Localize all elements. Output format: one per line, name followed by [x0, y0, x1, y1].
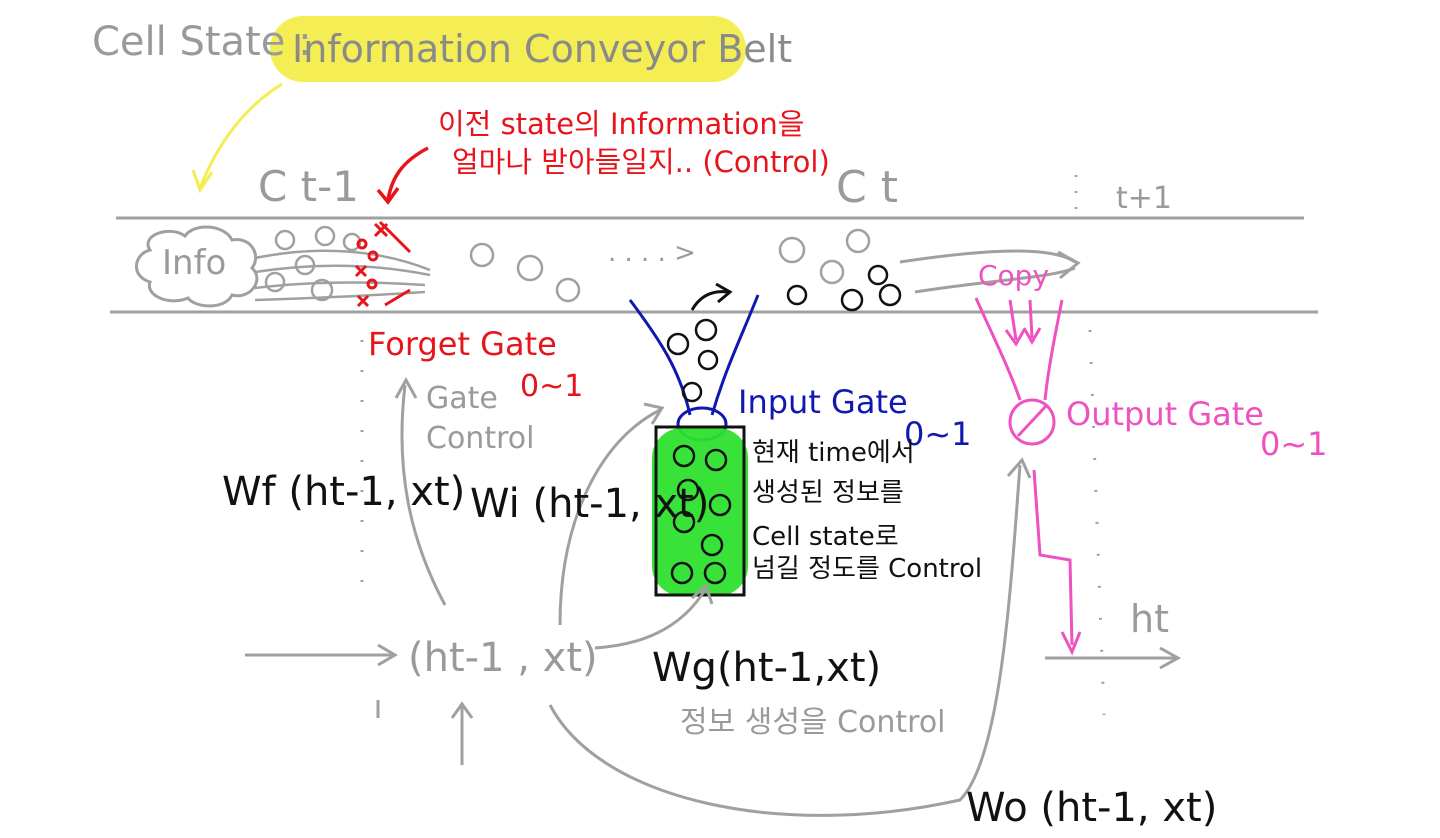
- forget-note-line1: 이전 state의 Information을: [438, 110, 805, 139]
- input-pair-label: (ht-1 , xt): [408, 638, 598, 678]
- forget-gate-label: Forget Gate: [368, 328, 557, 360]
- gate-control-line2: Control: [426, 424, 534, 454]
- generate-control-arrow: [595, 590, 705, 648]
- output-gate-range: 0~1: [1260, 428, 1328, 460]
- conveyor-belt-label: Information Conveyor Belt: [292, 30, 792, 68]
- output-gate-label: Output Gate: [1066, 398, 1264, 430]
- input-gate-label: Input Gate: [738, 386, 908, 418]
- generate-weight-label: Wg(ht-1,xt): [652, 648, 881, 688]
- input-note-line2: 생성된 정보를: [752, 480, 904, 506]
- cell-state-label: Cell State :: [92, 22, 312, 62]
- forget-weight-label: Wf (ht-1, xt): [222, 472, 465, 512]
- gray-info-clouds: [266, 227, 869, 301]
- copy-label: Copy: [978, 262, 1049, 290]
- funnel-clouds: [668, 320, 717, 401]
- generate-control-label: 정보 생성을 Control: [680, 708, 946, 738]
- input-gate-arrow: [692, 292, 728, 310]
- input-weight-label: Wi (ht-1, xt): [470, 484, 709, 524]
- curr-state-label: C t: [836, 166, 898, 210]
- ht-label: ht: [1130, 600, 1169, 638]
- gate-control-line1: Gate: [426, 384, 498, 414]
- forget-gate-range: 0~1: [520, 372, 583, 402]
- info-cloud-label: Info: [162, 246, 226, 280]
- prev-state-label: C t-1: [258, 166, 359, 208]
- belt-dots: . . . . >: [608, 240, 696, 266]
- next-time-label: t+1: [1116, 184, 1172, 214]
- input-note-line4: 넘길 정도를 Control: [752, 556, 982, 582]
- output-weight-label: Wo (ht-1, xt): [966, 788, 1217, 828]
- copy-arrow-heads: [1006, 328, 1040, 344]
- input-note-line1: 현재 time에서: [752, 440, 915, 466]
- output-gate-slash: [1018, 406, 1046, 436]
- output-path: [1034, 470, 1072, 645]
- forget-note-line2: 얼마나 받아들일지.. (Control): [452, 148, 830, 177]
- input-note-line3: Cell state로: [752, 524, 899, 550]
